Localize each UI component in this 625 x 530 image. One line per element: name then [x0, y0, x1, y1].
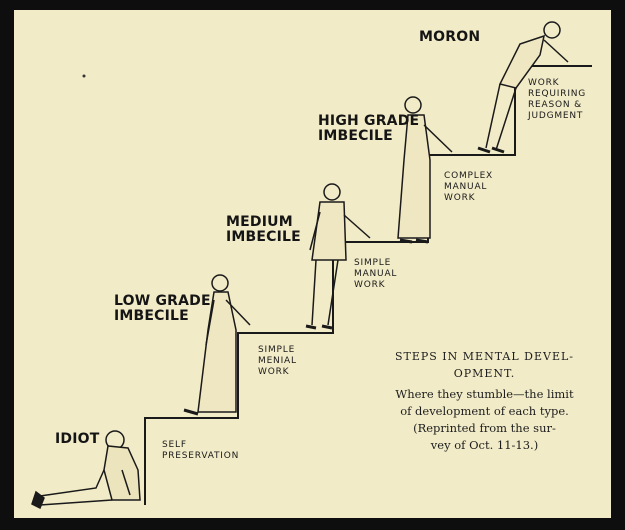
stage-label-idiot: IDIOT	[55, 431, 100, 447]
figure-moron	[477, 21, 569, 154]
stage-label-high-grade: HIGH GRADE IMBECILE	[318, 113, 420, 144]
stage-label-medium: MEDIUM IMBECILE	[226, 214, 301, 245]
figure-high-grade	[397, 96, 453, 244]
work-label-idiot: SELF PRESERVATION	[162, 440, 240, 461]
work-label-moron: WORK REQUIRING REASON & JUDGMENT	[528, 78, 587, 121]
work-label-high-grade: COMPLEX MANUAL WORK	[444, 171, 494, 203]
speck	[82, 74, 86, 78]
figure-medium	[305, 183, 371, 330]
caption: STEPS IN MENTAL DEVEL- OPMENT. Where the…	[362, 348, 607, 454]
figure-idiot	[31, 430, 141, 510]
work-label-low-grade: SIMPLE MENIAL WORK	[258, 345, 297, 377]
caption-body: Where they stumble—the limit of developm…	[395, 387, 574, 452]
work-label-medium: SIMPLE MANUAL WORK	[354, 258, 398, 290]
stage-label-moron: MORON	[419, 29, 481, 45]
figure-low-grade	[183, 274, 251, 416]
caption-title: STEPS IN MENTAL DEVEL- OPMENT.	[394, 350, 575, 380]
stage-label-low-grade: LOW GRADE IMBECILE	[114, 293, 211, 324]
